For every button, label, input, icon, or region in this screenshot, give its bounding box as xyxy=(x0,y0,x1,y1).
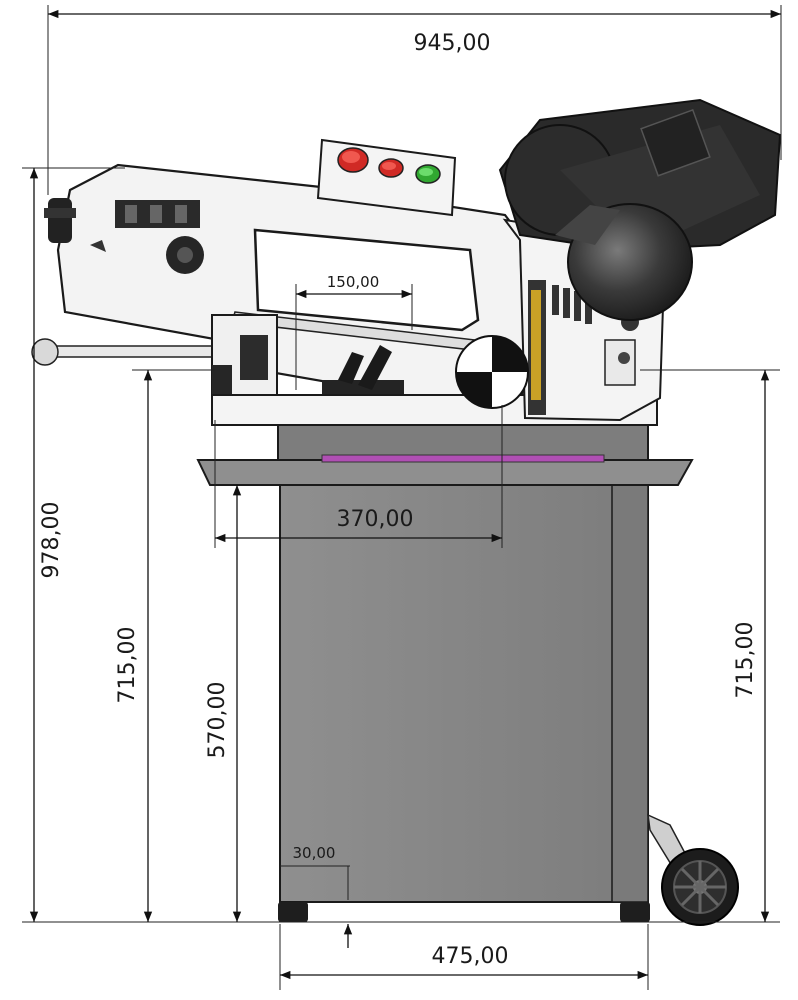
cooling-fins xyxy=(552,285,592,324)
foot-left xyxy=(278,902,308,922)
dim-overall-width: 945,00 xyxy=(414,31,491,56)
chip-slot xyxy=(321,454,605,463)
dimension-labels: 945,00 978,00 715,00 570,00 715,00 370,0… xyxy=(39,31,758,969)
motor xyxy=(498,98,782,321)
wheel-icon xyxy=(661,848,739,926)
red-button-icon[interactable] xyxy=(337,147,369,173)
control-box xyxy=(316,138,457,217)
lever-pin xyxy=(90,240,106,252)
cabinet-body xyxy=(279,479,649,903)
foot-right xyxy=(620,902,650,922)
blade-guide-clamp xyxy=(115,200,200,228)
green-button-icon[interactable] xyxy=(415,164,441,184)
dim-overall-height: 978,00 xyxy=(39,502,64,579)
red-button-icon[interactable] xyxy=(378,158,404,178)
saw-head xyxy=(31,98,782,426)
feed-lever[interactable] xyxy=(31,338,224,366)
lock-knob[interactable] xyxy=(166,236,204,274)
tension-knob[interactable] xyxy=(44,198,76,243)
dim-height-right: 715,00 xyxy=(733,622,758,699)
dimension-lines xyxy=(22,5,782,990)
dim-cut-width: 370,00 xyxy=(337,507,414,532)
dim-height-left: 715,00 xyxy=(115,627,140,704)
dim-base-width: 475,00 xyxy=(432,944,509,969)
crosshair-icon xyxy=(455,335,529,409)
dim-table-height: 570,00 xyxy=(205,682,230,759)
dim-foot-offset: 30,00 xyxy=(293,844,336,862)
stand-cabinet xyxy=(196,424,739,926)
cabinet-side-panel xyxy=(611,479,649,903)
chip-tray xyxy=(196,459,694,486)
blade-frame-window xyxy=(253,228,480,332)
dim-cut-capacity: 150,00 xyxy=(327,273,380,291)
